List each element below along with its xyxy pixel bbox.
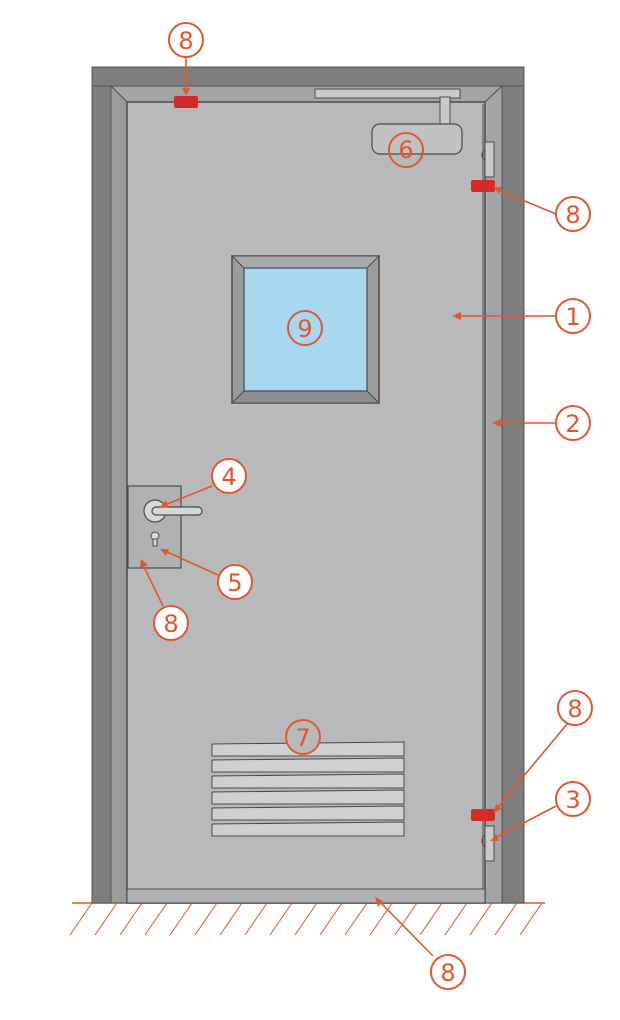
callout-4: 4 (211, 458, 247, 494)
seal-lower-right (471, 809, 495, 821)
callout-label: 8 (440, 959, 455, 987)
callout-label: 9 (297, 315, 312, 343)
callout-label: 4 (221, 463, 236, 491)
callout-8-bottom: 8 (430, 954, 466, 990)
seal-upper-right (471, 180, 495, 192)
callout-1: 1 (555, 298, 591, 334)
hinge-bottom (481, 825, 495, 862)
callout-8-top: 8 (168, 22, 204, 58)
window (230, 255, 381, 404)
callout-label: 8 (178, 27, 193, 55)
door-handle (143, 499, 203, 523)
callout-label: 8 (163, 610, 178, 638)
callout-2: 2 (555, 405, 591, 441)
callout-label: 2 (565, 410, 580, 438)
hinge-top (481, 141, 495, 178)
callout-label: 8 (567, 695, 582, 723)
callout-7: 7 (285, 719, 321, 755)
callout-9: 9 (287, 310, 323, 346)
seal-top (174, 96, 198, 108)
floor-hatching (69, 902, 545, 936)
lock-plate (127, 485, 182, 569)
callout-label: 5 (227, 569, 242, 597)
door-frame (91, 66, 525, 904)
leader-lines (140, 58, 569, 957)
callout-label: 7 (295, 724, 310, 752)
callout-5: 5 (217, 564, 253, 600)
callout-label: 8 (565, 201, 580, 229)
callout-6: 6 (388, 132, 424, 168)
callout-8-upper-right: 8 (555, 196, 591, 232)
callout-label: 6 (398, 136, 413, 164)
callout-8-lower-right: 8 (557, 690, 593, 726)
callout-3: 3 (555, 781, 591, 817)
door-closer (314, 88, 463, 155)
callout-label: 1 (565, 303, 580, 331)
lock-cylinder (150, 531, 160, 547)
callout-8-lock: 8 (153, 605, 189, 641)
door-bottom-strip (126, 888, 486, 904)
callout-label: 3 (565, 786, 580, 814)
